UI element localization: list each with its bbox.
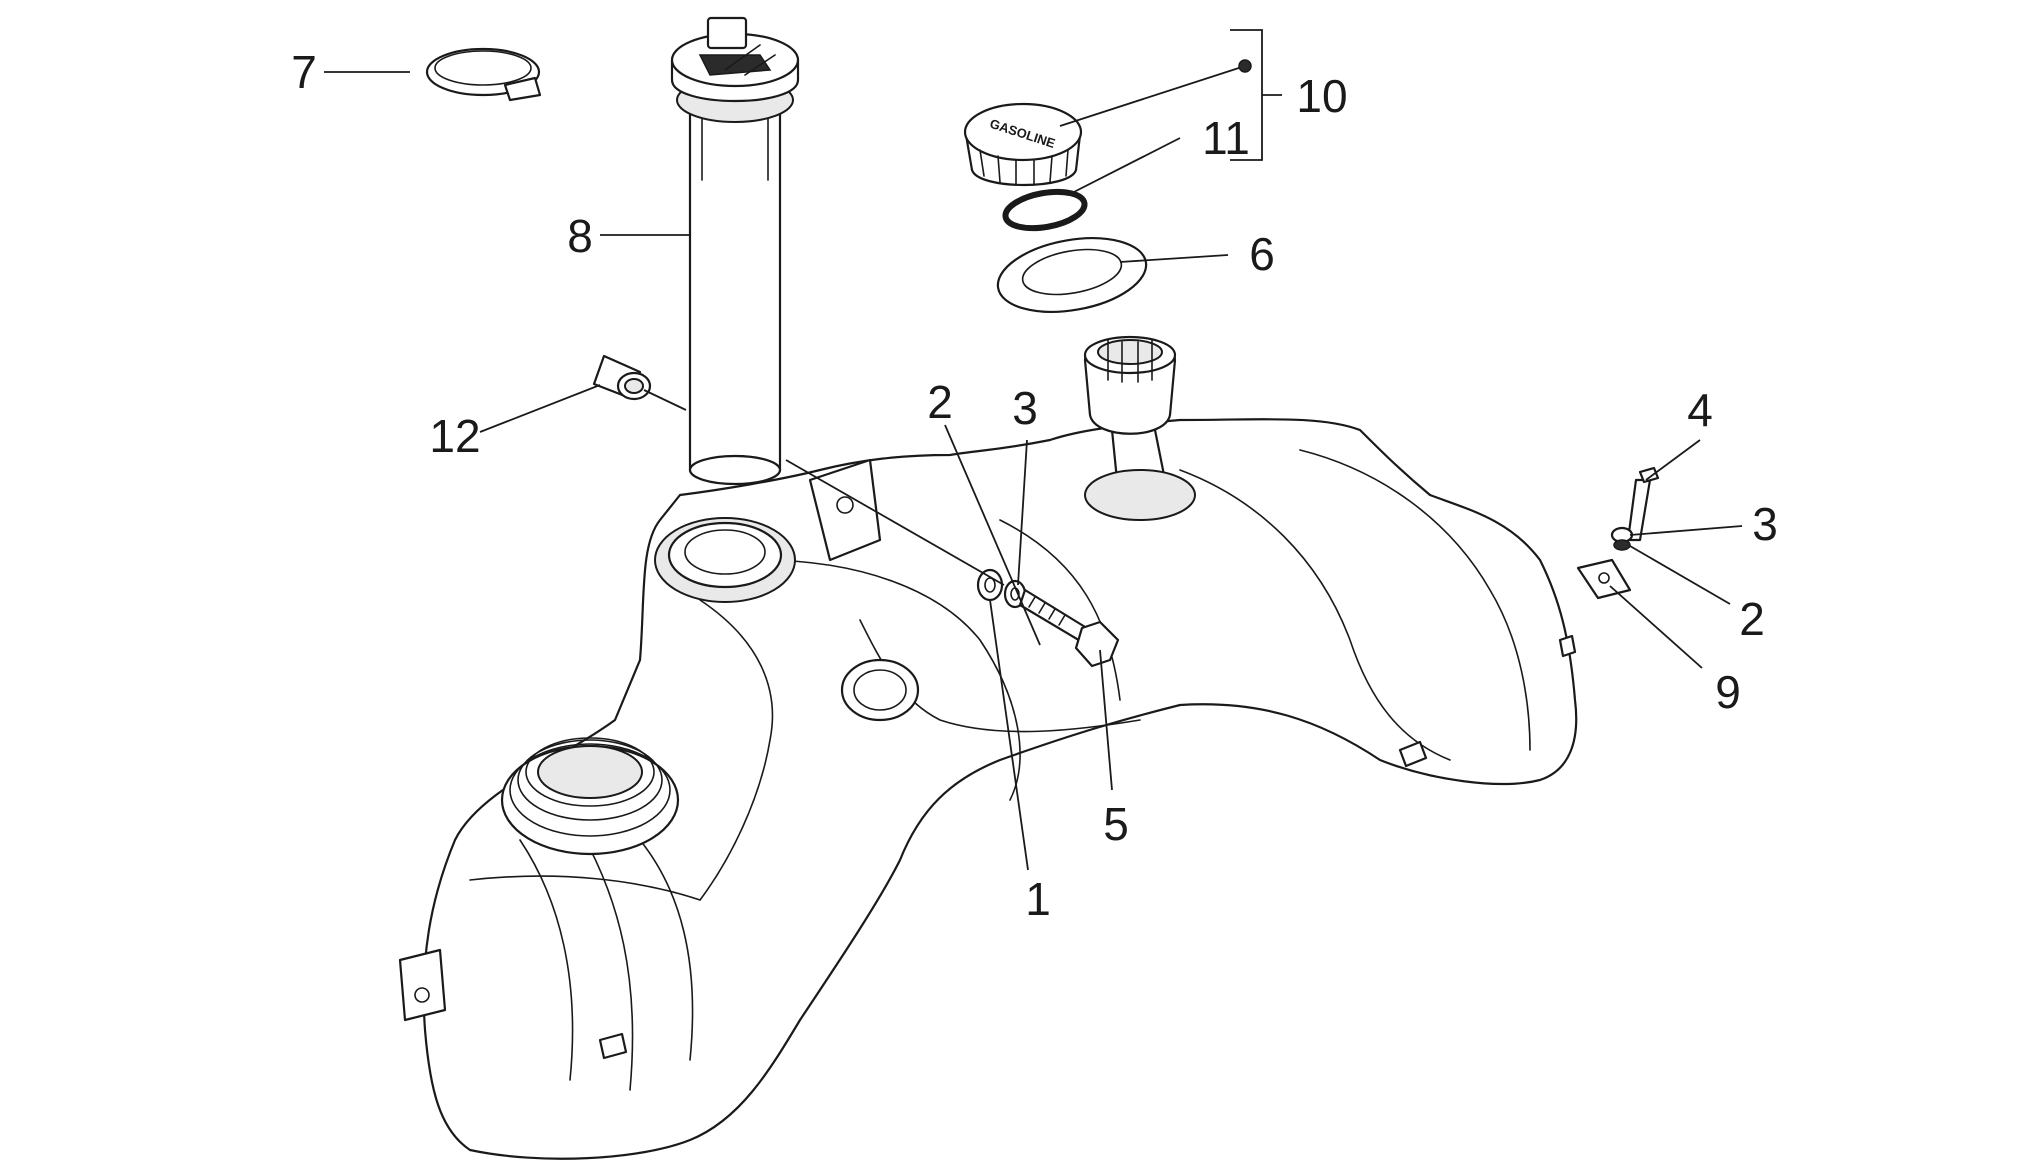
callout-2: 2 xyxy=(927,376,953,428)
o-ring xyxy=(1002,188,1088,232)
filler-seal xyxy=(996,237,1148,313)
callout-5: 5 xyxy=(1103,798,1129,850)
callout-1: 1 xyxy=(1025,873,1051,925)
callout-3: 3 xyxy=(1752,498,1778,550)
fuel-cap: GASOLINE xyxy=(963,102,1083,187)
callout-11: 11 xyxy=(1202,112,1250,164)
callout-labels: 1 2 2 3 3 4 5 6 7 8 9 10 11 12 xyxy=(291,46,1778,925)
fuel-level-sender xyxy=(670,16,800,486)
callout-9: 9 xyxy=(1715,666,1741,718)
callout-6: 6 xyxy=(1249,228,1275,280)
callout-8: 8 xyxy=(567,210,593,262)
callout-10: 10 xyxy=(1296,70,1347,122)
callout-2: 2 xyxy=(1739,593,1765,645)
grommet xyxy=(592,354,652,401)
fuel-tank xyxy=(398,335,1578,1160)
leader-lines xyxy=(324,29,1743,871)
callout-3: 3 xyxy=(1012,382,1038,434)
callout-12: 12 xyxy=(429,410,480,462)
right-fasteners xyxy=(1576,466,1660,600)
callout-4: 4 xyxy=(1687,384,1713,436)
callout-7: 7 xyxy=(291,46,317,98)
hose-clamp xyxy=(425,47,542,102)
